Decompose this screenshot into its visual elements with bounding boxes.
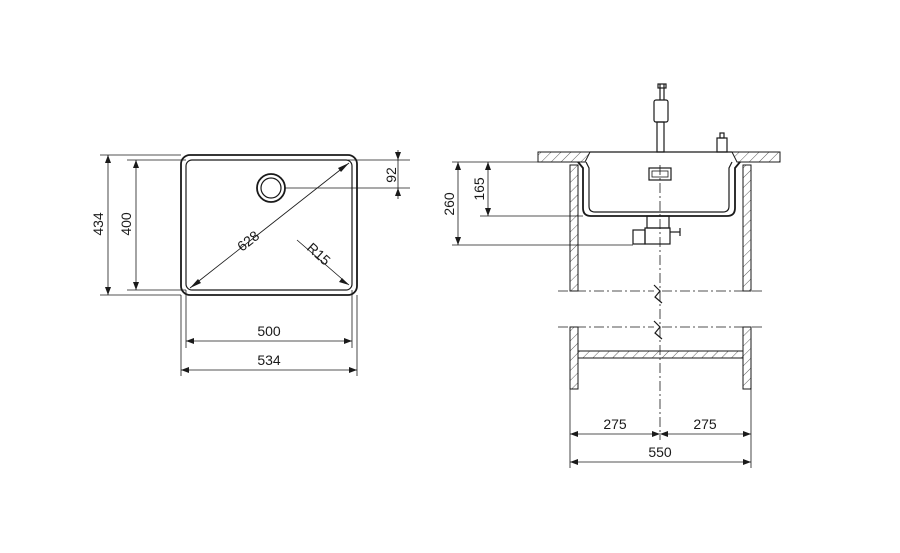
cabinet-width-label: 550	[648, 444, 672, 460]
faucet-icon	[653, 83, 669, 153]
width-dimensions	[180, 290, 358, 376]
half-right-label: 275	[693, 416, 717, 432]
sink-bowl-section	[577, 161, 741, 217]
countertop	[537, 151, 781, 163]
cabinet-width-dimensions	[569, 389, 752, 468]
diagonal-dimension	[189, 162, 350, 289]
half-left-label: 275	[603, 416, 627, 432]
inner-height-label: 400	[118, 212, 134, 236]
drain-icon	[256, 173, 286, 203]
outer-height-label: 434	[90, 212, 106, 236]
height-dimensions	[100, 154, 186, 296]
side-view: 260 165 275 275 550	[441, 83, 781, 468]
depth-dimensions	[452, 161, 633, 246]
drain-offset-label: 92	[383, 167, 399, 183]
drain-assembly-icon	[632, 215, 681, 245]
overall-depth-label: 260	[441, 192, 457, 216]
dispenser-icon	[716, 132, 728, 153]
top-view: 628 R15 92 434 400	[90, 150, 410, 376]
outer-width-label: 534	[257, 352, 281, 368]
radius-leader	[296, 239, 350, 286]
radius-label: R15	[304, 239, 334, 268]
sink-inner-bowl	[185, 159, 353, 291]
break-lines	[558, 284, 762, 340]
cabinet-left-wall	[569, 164, 579, 390]
cabinet-bottom-shelf	[577, 350, 744, 359]
bowl-depth-label: 165	[471, 177, 487, 201]
cabinet-right-wall	[742, 164, 752, 390]
inner-width-label: 500	[257, 323, 281, 339]
sink-outer-rim	[180, 154, 358, 296]
drain-offset-dimension	[285, 150, 410, 199]
